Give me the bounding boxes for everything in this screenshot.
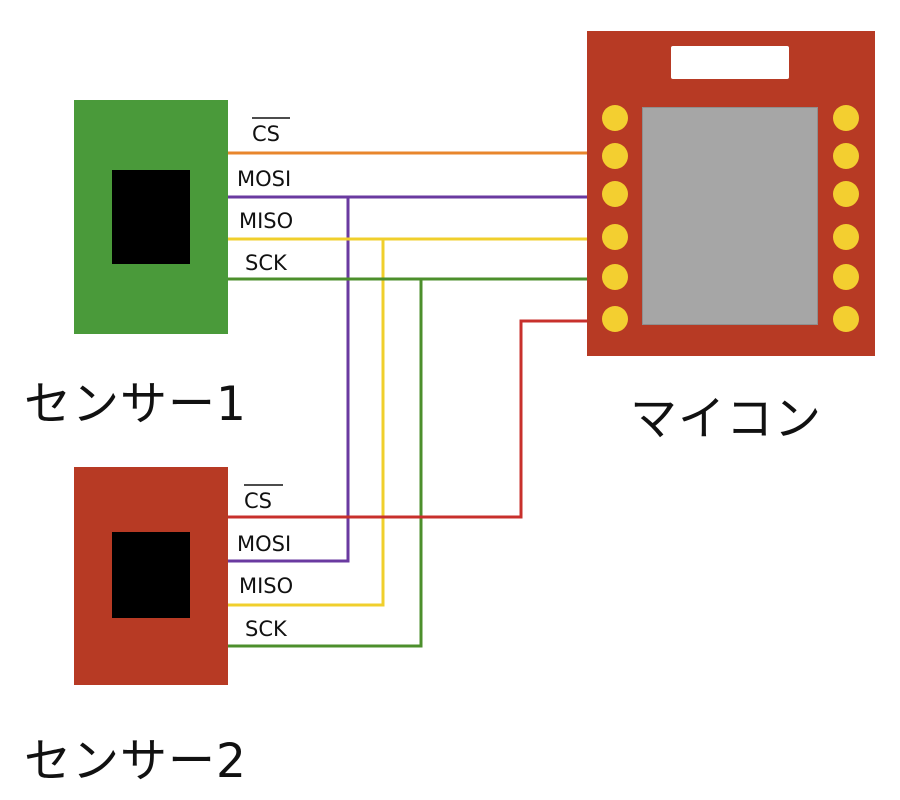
sensor1-cs-label: CS: [252, 122, 280, 146]
mcu-right-pin: [833, 264, 859, 290]
sensor1-miso-label: MISO: [239, 209, 293, 233]
sensor1-title: センサー1: [24, 377, 247, 432]
mcu-right-pin: [833, 143, 859, 169]
mcu-core-chip: [642, 107, 818, 325]
sensor2-mosi-label: MOSI: [237, 532, 291, 556]
mcu-label-plate: [671, 46, 789, 79]
sensor2-chip: [112, 532, 190, 618]
sensor2-board: [74, 467, 228, 685]
sensor2-miso-label: MISO: [239, 574, 293, 598]
mcu-right-pin: [833, 224, 859, 250]
mcu-right-pin: [833, 105, 859, 131]
mcu-left-pin: [602, 105, 628, 131]
sensor1-mosi-label: MOSI: [237, 167, 291, 191]
mcu-right-pin: [833, 306, 859, 332]
wire-miso-sensor2: [228, 239, 385, 607]
mcu-left-pin: [602, 306, 628, 332]
mcu-right-pin: [833, 181, 859, 207]
mcu-left-pin: [602, 264, 628, 290]
wire-mosi-sensor2: [228, 197, 350, 563]
wire-cs2: [228, 319, 587, 519]
sensor2-cs-label: CS: [244, 489, 272, 513]
sensor2-title: センサー2: [24, 734, 247, 789]
sensor1-sck-label: SCK: [245, 251, 288, 275]
sensor1-board: [74, 100, 228, 334]
mcu-left-pin: [602, 143, 628, 169]
sensor1-chip: [112, 170, 190, 264]
mcu-left-pin: [602, 181, 628, 207]
mcu-title: マイコン: [630, 392, 822, 447]
mcu-left-pin: [602, 224, 628, 250]
wire-sck-sensor2: [228, 279, 423, 648]
sensor2-sck-label: SCK: [245, 617, 288, 641]
mcu-board: [587, 31, 875, 356]
